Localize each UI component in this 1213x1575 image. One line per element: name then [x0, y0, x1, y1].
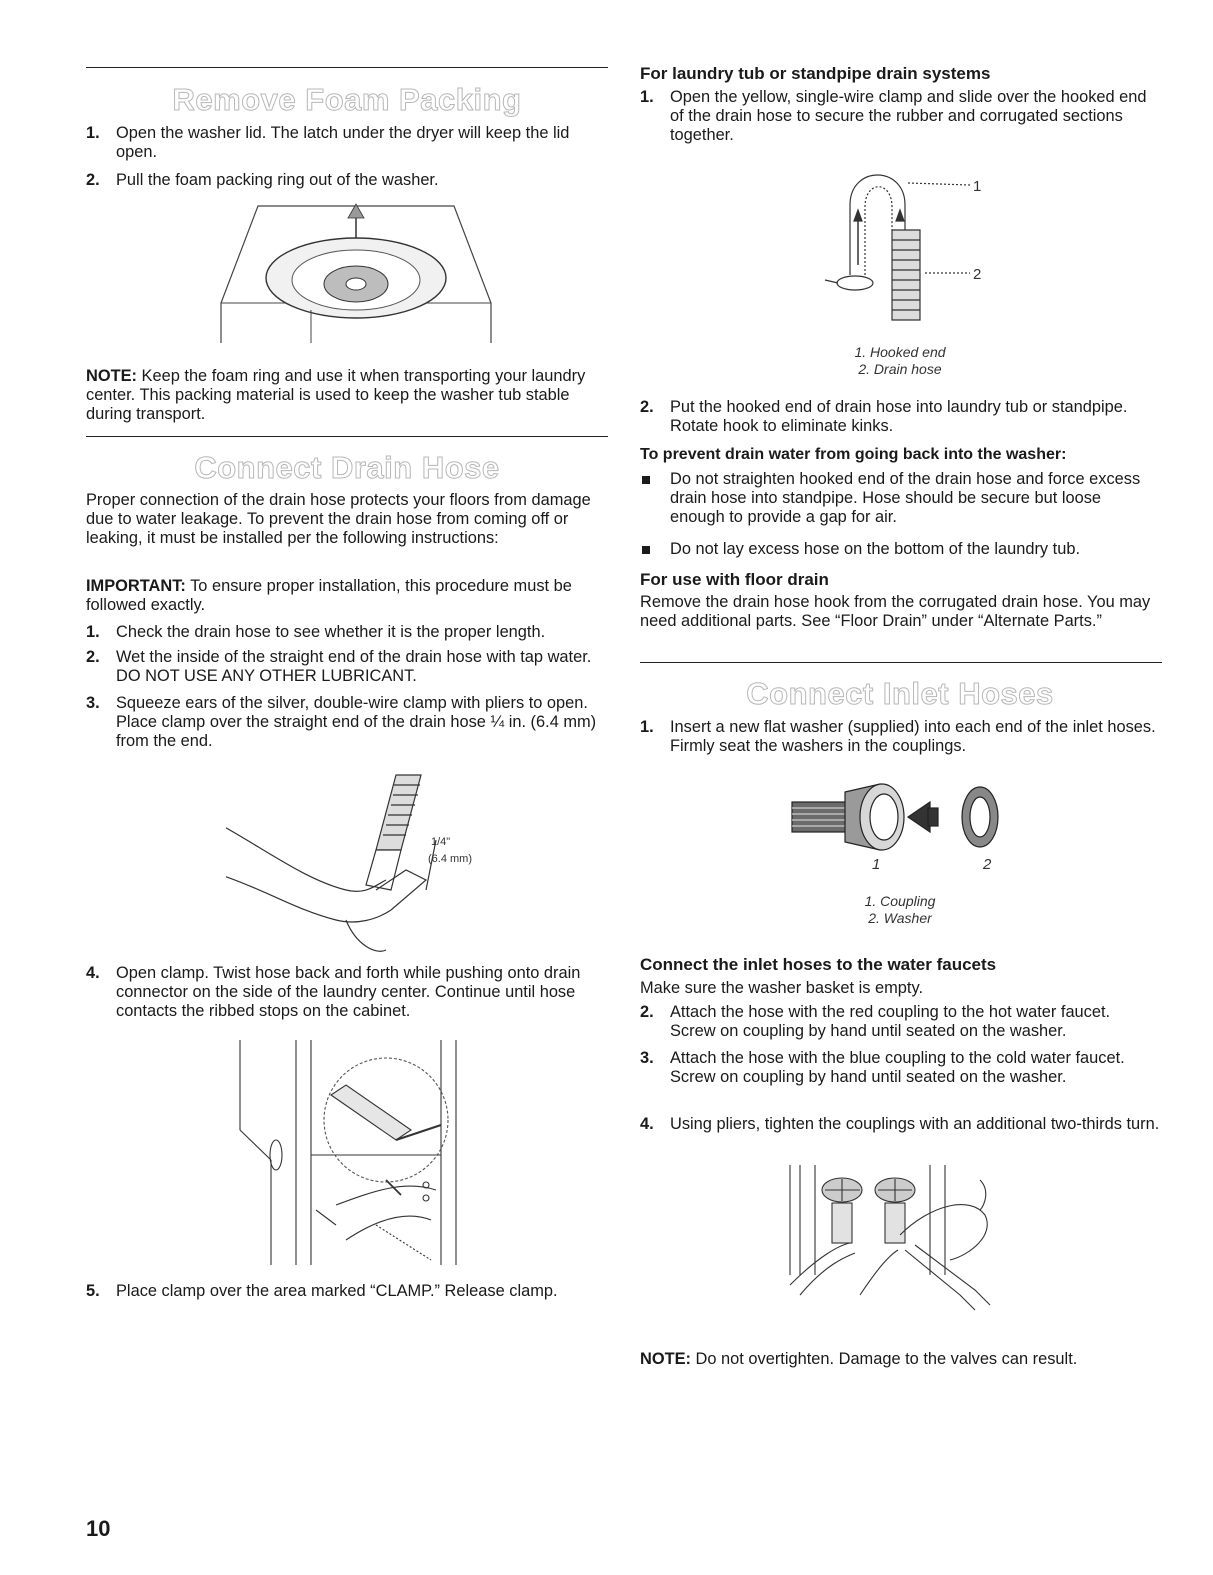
bullet-icon: [642, 476, 650, 484]
heading-floor-drain: For use with floor drain: [640, 570, 829, 589]
hose-connector-illustration: [239, 1040, 457, 1265]
list-item: 1. Open the yellow, single-wire clamp an…: [640, 88, 1147, 144]
note-overtighten: NOTE: Do not overtighten. Damage to the …: [640, 1350, 1078, 1368]
hooked-hose-illustration: 1 2: [824, 174, 981, 321]
page-number: 10: [86, 1516, 111, 1541]
list-item: 2. Pull the foam packing ring out of the…: [86, 171, 439, 189]
list-item: 1. Insert a new flat washer (supplied) i…: [640, 718, 1156, 755]
heading-prevent-backflow: To prevent drain water from going back i…: [640, 446, 1067, 463]
faucet-intro: Make sure the washer basket is empty.: [640, 979, 924, 997]
list-item: 5. Place clamp over the area marked “CLA…: [86, 1282, 558, 1300]
important-note: IMPORTANT: To ensure proper installation…: [86, 577, 572, 614]
drain-intro: Proper connection of the drain hose prot…: [86, 491, 591, 547]
coupling-washer-illustration: [791, 783, 999, 851]
foam-ring-illustration: [220, 203, 492, 343]
list-item: 4. Open clamp. Twist hose back and forth…: [86, 964, 581, 1020]
list-item: 2. Put the hooked end of drain hose into…: [640, 398, 1128, 435]
faucet-pliers-illustration: [789, 1165, 991, 1311]
list-item: 3. Attach the hose with the blue couplin…: [640, 1049, 1125, 1086]
list-item: 1. Open the washer lid. The latch under …: [86, 124, 570, 161]
fig2-label-2: 2: [983, 856, 992, 873]
heading-laundry-tub: For laundry tub or standpipe drain syste…: [640, 64, 991, 83]
floor-drain-text: Remove the drain hose hook from the corr…: [640, 593, 1151, 630]
fig2-caption: 1. Coupling 2. Washer: [864, 893, 936, 926]
list-item: Do not straighten hooked end of the drai…: [640, 470, 1160, 527]
list-item: 4. Using pliers, tighten the couplings w…: [640, 1115, 1160, 1133]
section-divider: [86, 67, 608, 68]
fig2-label-1: 1: [872, 856, 881, 873]
list-item: Do not lay excess hose on the bottom of …: [640, 540, 1160, 559]
bullet-icon: [642, 546, 650, 554]
note-foam: NOTE: Keep the foam ring and use it when…: [86, 367, 586, 423]
heading-connect-faucets: Connect the inlet hoses to the water fau…: [640, 955, 997, 974]
measure-label-b: (6.4 mm): [428, 853, 472, 865]
section-title-remove-foam: Remove Foam Packing: [172, 82, 522, 118]
list-item: 2. Attach the hose with the red coupling…: [640, 1003, 1111, 1040]
fig1-label-2: 2: [973, 266, 981, 283]
list-item: 2. Wet the inside of the straight end of…: [86, 648, 592, 685]
section-title-connect-inlet: Connect Inlet Hoses: [746, 676, 1054, 712]
list-item: 3. Squeeze ears of the silver, double-wi…: [86, 694, 597, 750]
fig1-label-1: 1: [973, 178, 981, 195]
fig1-caption: 1. Hooked end 2. Drain hose: [854, 344, 946, 377]
section-title-connect-drain: Connect Drain Hose: [194, 450, 500, 486]
section-divider: [640, 662, 1162, 663]
clamp-pliers-illustration: 1/4" (6.4 mm): [226, 774, 472, 952]
list-item: 1. Check the drain hose to see whether i…: [86, 623, 546, 641]
measure-label-a: 1/4": [431, 836, 450, 848]
section-divider: [86, 436, 608, 437]
